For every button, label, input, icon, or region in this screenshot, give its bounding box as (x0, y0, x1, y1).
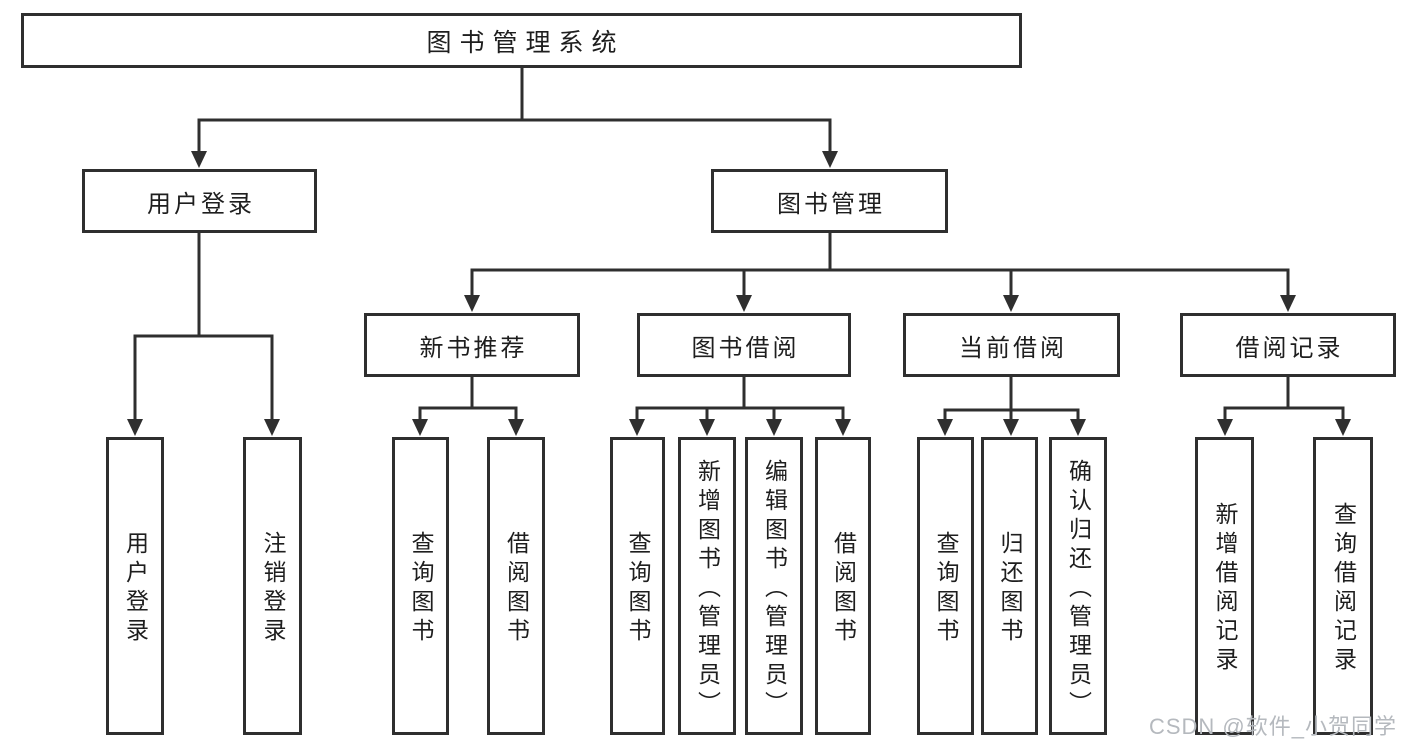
leaf-add-books-admin: 新增图书（管理员） (678, 437, 736, 735)
leaf-add-borrow-record: 新增借阅记录 (1195, 437, 1254, 735)
node-book-management: 图书管理 (711, 169, 948, 233)
leaf-query-books-current: 查询图书 (917, 437, 974, 735)
csdn-watermark: CSDN @软件_小贺同学 (1148, 714, 1397, 739)
node-user-login: 用户登录 (82, 169, 317, 233)
leaf-user-login: 用户登录 (106, 437, 164, 735)
leaf-borrow-books-recommend: 借阅图书 (487, 437, 545, 735)
node-new-book-recommend: 新书推荐 (364, 313, 580, 377)
leaf-return-books: 归还图书 (981, 437, 1038, 735)
leaf-logout-login: 注销登录 (243, 437, 302, 735)
leaf-query-books-borrow: 查询图书 (610, 437, 665, 735)
leaf-edit-books-admin: 编辑图书（管理员） (745, 437, 803, 735)
leaf-confirm-return-admin: 确认归还（管理员） (1049, 437, 1107, 735)
leaf-query-borrow-record: 查询借阅记录 (1313, 437, 1373, 735)
node-book-borrow: 图书借阅 (637, 313, 851, 377)
node-borrow-records: 借阅记录 (1180, 313, 1396, 377)
node-library-management-system: 图书管理系统 (21, 13, 1022, 68)
leaf-borrow-books: 借阅图书 (815, 437, 871, 735)
leaf-query-books-recommend: 查询图书 (392, 437, 449, 735)
node-current-borrow: 当前借阅 (903, 313, 1120, 377)
